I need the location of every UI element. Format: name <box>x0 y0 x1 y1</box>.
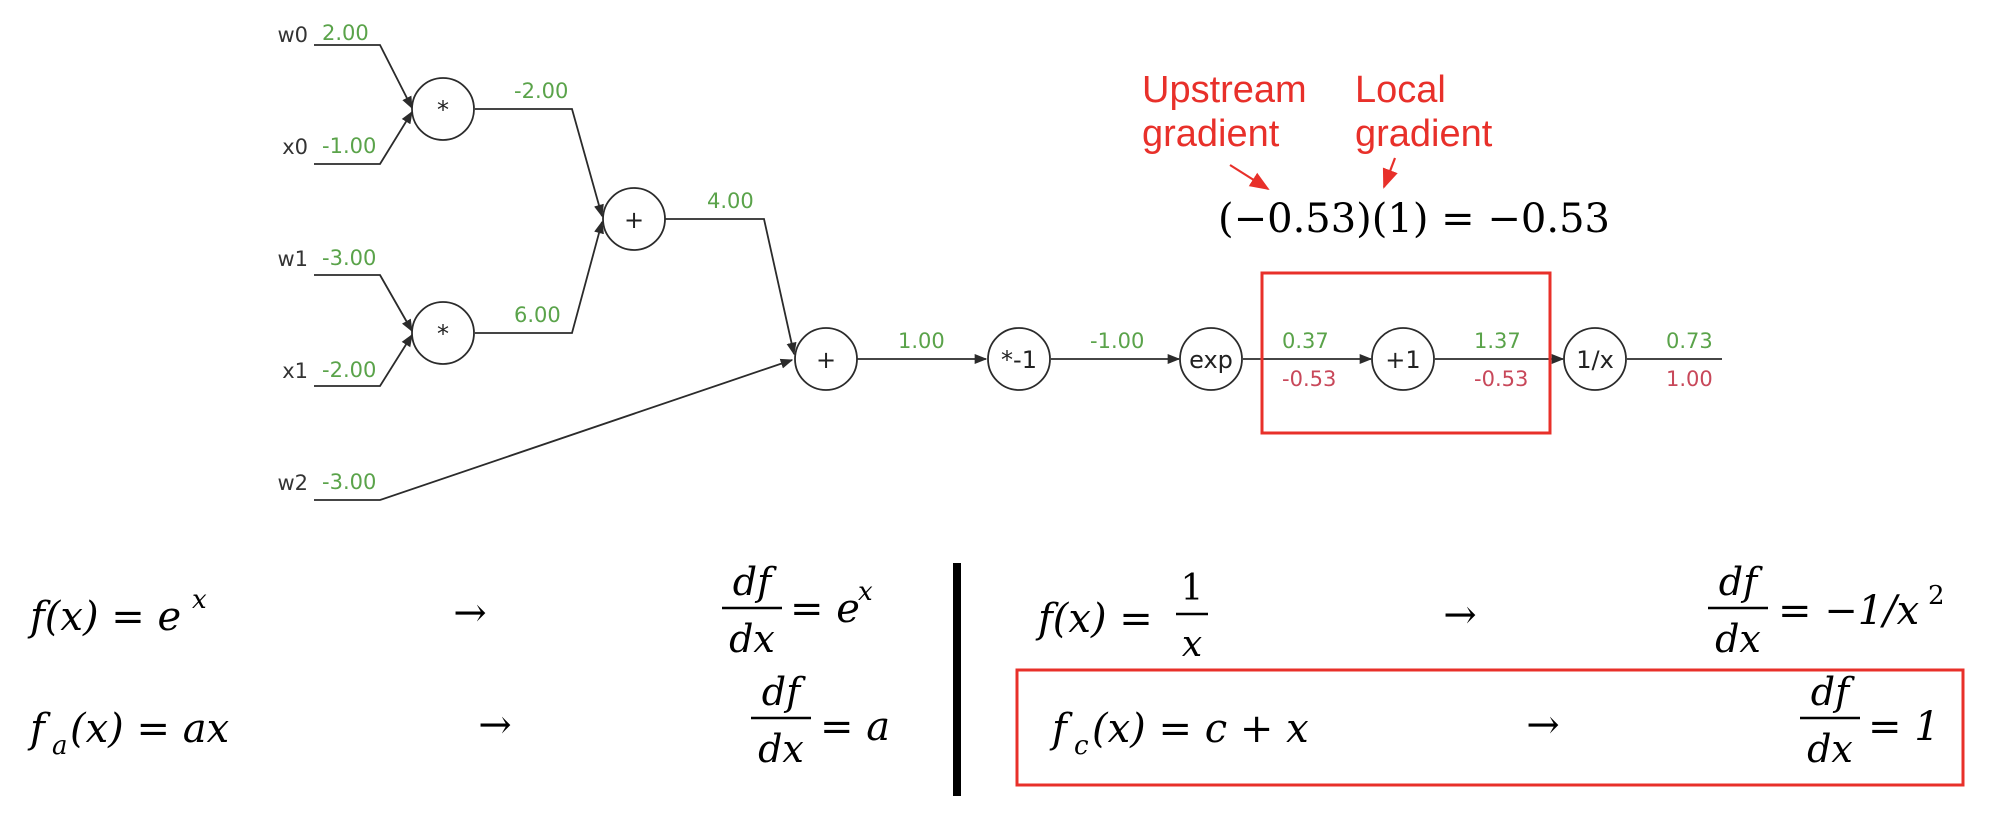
formula-recip-num: df <box>1719 560 1763 604</box>
input-w2-value: -3.00 <box>322 470 376 494</box>
bwd-exp-out: -0.53 <box>1282 367 1336 391</box>
gradient-annotations: Upstream gradient Local gradient (−0.53)… <box>1142 69 1610 242</box>
upstream-label-line2: gradient <box>1142 113 1280 155</box>
backward-values: -0.53 -0.53 1.00 <box>1282 367 1713 391</box>
input-w0-name: w0 <box>277 23 308 47</box>
formula-recip-rhs: = −1/x <box>1778 588 1919 634</box>
formula-recip-lhs-num: 1 <box>1181 568 1204 609</box>
gate-plus1-label: +1 <box>1385 346 1420 374</box>
wire-w0 <box>314 44 413 110</box>
gate-plus1: +1 <box>1371 327 1435 391</box>
gate-add1-label: + <box>816 346 836 374</box>
formula-const-arrow: → <box>1526 702 1560 748</box>
formula-scale-arrow: → <box>478 702 512 748</box>
formula-exp-num: df <box>733 560 777 604</box>
local-arrow <box>1382 157 1398 189</box>
formula-const-sub: c <box>1074 731 1089 761</box>
formula-scale-num: df <box>762 670 806 714</box>
fwd-neg-out: -1.00 <box>1090 329 1144 353</box>
wire-x0 <box>314 110 413 165</box>
gate-recip: 1/x <box>1563 327 1627 391</box>
gate-add0-label: + <box>624 206 644 234</box>
formula-exp-lhs-sup: x <box>192 585 207 615</box>
formula-const-f: f <box>1049 706 1073 752</box>
wire-x1 <box>314 333 413 387</box>
wire-w2 <box>314 358 794 501</box>
input-x0-value: -1.00 <box>322 134 376 158</box>
input-x1-name: x1 <box>282 359 308 383</box>
gate-mul0: * <box>411 77 475 141</box>
formula-scale: f a (x) = ax → df dx = a <box>27 670 890 771</box>
fwd-exp-out: 0.37 <box>1282 329 1329 353</box>
input-labels: w0 2.00 x0 -1.00 w1 -3.00 x1 -2.00 w2 -3… <box>277 21 376 495</box>
gate-recip-label: 1/x <box>1576 346 1614 374</box>
wire-add0-out <box>665 218 797 356</box>
upstream-arrow <box>1229 164 1270 191</box>
formula-scale-sub: a <box>52 731 68 761</box>
formula-const-highlight-box <box>1015 668 1965 787</box>
input-x1-value: -2.00 <box>322 358 376 382</box>
derivative-formulas: f(x) = e x → df dx = e x f a (x) = ax → … <box>27 560 1965 796</box>
formula-scale-den: dx <box>758 727 804 771</box>
graph-gates: * * + + *-1 exp +1 1/x <box>411 77 1627 391</box>
input-w0-value: 2.00 <box>322 21 369 45</box>
gate-add0: + <box>602 187 666 251</box>
local-label-line1: Local <box>1355 69 1446 111</box>
gate-mul1-label: * <box>437 320 449 348</box>
fwd-mul0-out: -2.00 <box>514 79 568 103</box>
formula-exp: f(x) = e x → df dx = e x <box>27 560 873 661</box>
formula-recip-arrow: → <box>1443 592 1477 638</box>
fwd-recip-out: 0.73 <box>1666 329 1713 353</box>
fwd-add0-out: 4.00 <box>707 189 754 213</box>
gate-mul1: * <box>411 301 475 365</box>
plus1-highlight-box <box>1260 271 1552 435</box>
formula-const: f c (x) = c + x → df dx = 1 <box>1015 668 1965 787</box>
input-w1-value: -3.00 <box>322 246 376 270</box>
formula-scale-rest: (x) = ax <box>70 706 229 752</box>
input-w2-name: w2 <box>277 471 308 495</box>
gate-add1: + <box>794 327 858 391</box>
wire-mul1-out <box>475 220 604 334</box>
input-x0-name: x0 <box>282 135 308 159</box>
formula-exp-rhs-sup: x <box>858 577 873 607</box>
formula-exp-rhs: = e <box>790 586 860 632</box>
gate-neg-label: *-1 <box>1001 346 1037 374</box>
graph-wires <box>314 44 1722 501</box>
forward-values: -2.00 6.00 4.00 1.00 -1.00 0.37 1.37 0.7… <box>514 79 1713 353</box>
gate-exp: exp <box>1179 327 1243 391</box>
bwd-recip-out: 1.00 <box>1666 367 1713 391</box>
chain-rule-equation: (−0.53)(1) = −0.53 <box>1218 196 1610 242</box>
formula-scale-f: f <box>27 706 51 752</box>
formula-recip-rhs-sup: 2 <box>1928 581 1945 611</box>
fwd-mul1-out: 6.00 <box>514 303 561 327</box>
gate-exp-label: exp <box>1189 346 1233 374</box>
formula-exp-den: dx <box>729 617 775 661</box>
bwd-plus1-out: -0.53 <box>1474 367 1528 391</box>
formula-recip-lhs-den: x <box>1182 624 1202 665</box>
formula-recip: f(x) = 1 x → df dx = −1/x 2 <box>1035 560 1945 665</box>
formula-scale-rhs: = a <box>820 704 890 750</box>
input-w1-name: w1 <box>277 247 308 271</box>
upstream-label-line1: Upstream <box>1142 69 1307 111</box>
gate-neg: *-1 <box>987 327 1051 391</box>
fwd-plus1-out: 1.37 <box>1474 329 1521 353</box>
local-label-line2: gradient <box>1355 113 1493 155</box>
wire-mul0-out <box>475 108 604 218</box>
fwd-add1-out: 1.00 <box>898 329 945 353</box>
formula-const-num: df <box>1811 670 1855 714</box>
formula-recip-den: dx <box>1715 617 1761 661</box>
gate-mul0-label: * <box>437 96 449 124</box>
formula-const-rest: (x) = c + x <box>1092 706 1309 752</box>
formula-recip-lhs: f(x) = <box>1035 596 1153 642</box>
formula-const-rhs: = 1 <box>1868 704 1940 750</box>
formula-exp-arrow: → <box>453 590 487 636</box>
formula-divider <box>953 563 961 796</box>
formula-const-den: dx <box>1807 727 1853 771</box>
formula-exp-lhs: f(x) = e <box>27 594 181 640</box>
wire-w1 <box>314 274 413 333</box>
